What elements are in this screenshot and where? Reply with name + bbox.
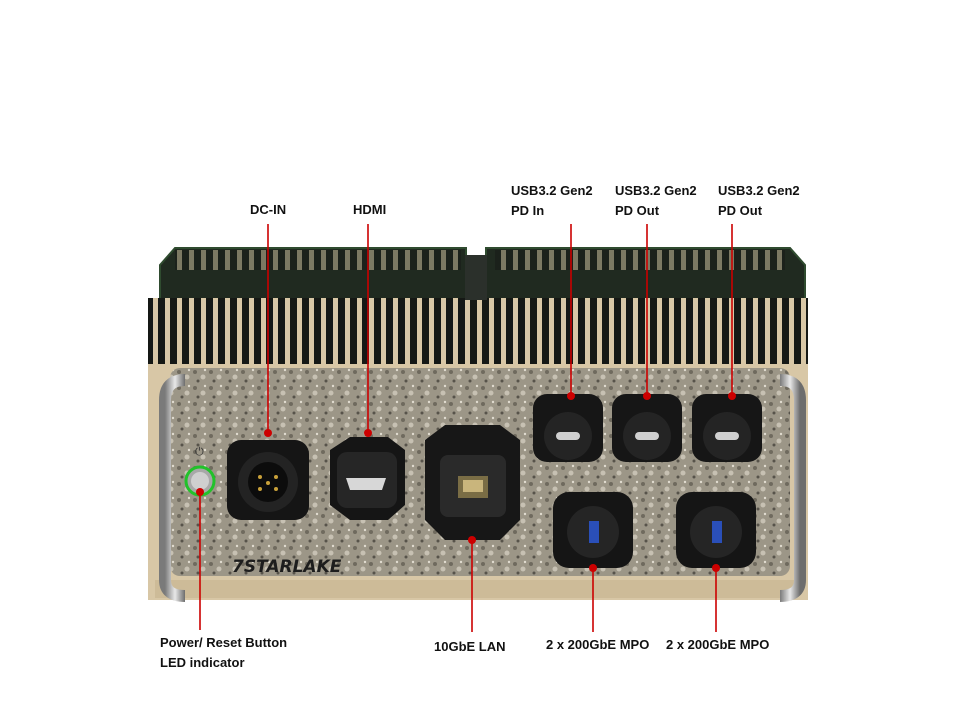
label-hdmi: HDMI (353, 202, 387, 217)
heatsink-left (159, 247, 467, 301)
callout-lines (196, 224, 736, 632)
usb-pd-in-connector[interactable] (533, 394, 603, 462)
brand-logo: 7STARLAKE (232, 557, 342, 577)
label-mpo-1: 2 x 200GbE MPO (546, 637, 650, 652)
right-handle (779, 374, 806, 602)
heatsink-right (485, 247, 806, 301)
label-usb-pd-in-line1: USB3.2 Gen2 (511, 183, 593, 198)
label-usb-pd-out-1: USB3.2 Gen2 PD Out (615, 181, 697, 221)
label-usb-pd-out-2-line1: USB3.2 Gen2 (718, 183, 800, 198)
label-usb-pd-in: USB3.2 Gen2 PD In (511, 181, 593, 221)
label-power-line2: LED indicator (160, 655, 245, 670)
cooling-fins (148, 298, 808, 364)
usb-pd-out-connector-2[interactable] (692, 394, 762, 462)
label-power-line1: Power/ Reset Button (160, 635, 288, 650)
mpo-connector-1[interactable] (553, 492, 633, 568)
label-lan: 10GbE LAN (434, 639, 506, 654)
label-usb-pd-out-2: USB3.2 Gen2 PD Out (718, 181, 800, 221)
label-dc-in: DC-IN (250, 202, 287, 217)
label-usb-pd-out-1-line1: USB3.2 Gen2 (615, 183, 697, 198)
left-handle (159, 374, 186, 602)
label-usb-pd-in-line2: PD In (511, 203, 545, 218)
svg-text:⏻: ⏻ (195, 445, 204, 458)
label-mpo-2: 2 x 200GbE MPO (666, 637, 770, 652)
dc-in-connector[interactable] (227, 440, 309, 520)
hdmi-connector[interactable] (330, 437, 405, 520)
label-usb-pd-out-1-line2: PD Out (615, 203, 660, 218)
power-button[interactable] (184, 465, 216, 497)
mpo-connector-2[interactable] (676, 492, 756, 568)
label-power-reset: Power/ Reset Button LED indicator (160, 633, 287, 673)
lan-connector[interactable] (425, 425, 520, 540)
usb-pd-out-connector-1[interactable] (612, 394, 682, 462)
label-usb-pd-out-2-line2: PD Out (718, 203, 763, 218)
